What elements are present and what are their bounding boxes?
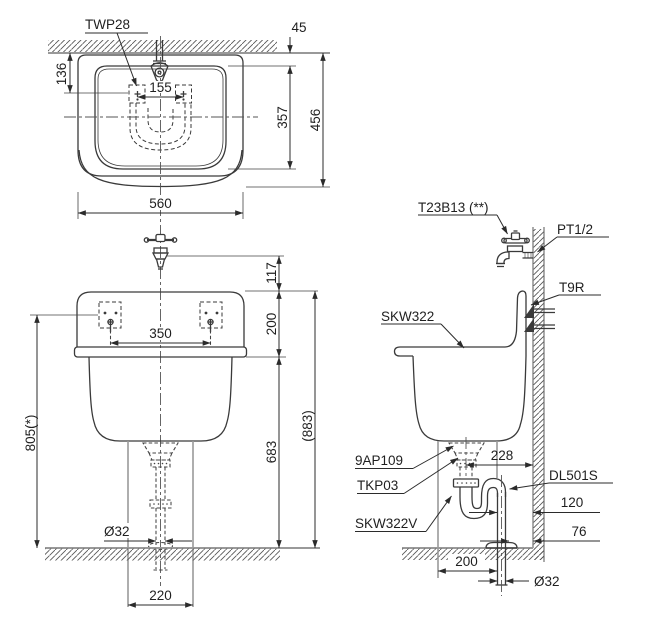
label-skw322v: SKW322V: [355, 516, 417, 531]
side-trap: [452, 477, 518, 586]
dim-805: 805(*): [23, 415, 38, 452]
dim-155: 155: [149, 80, 172, 95]
dim-350: 350: [149, 326, 172, 341]
dim-dia32-front: Ø32: [104, 524, 130, 539]
front-bowl: [88, 356, 233, 442]
front-floor-hatch: [45, 548, 280, 561]
plan-part-label: TWP28: [85, 17, 148, 87]
dim-228: 228: [491, 448, 514, 463]
dim-120: 120: [561, 495, 584, 510]
front-brackets: [98, 301, 223, 332]
side-view: T23B13 (**) PT1/2 T9R SKW322 9AP109 TKP0…: [355, 200, 613, 596]
label-tkp03: TKP03: [357, 478, 398, 493]
front-sink-body: [76, 291, 245, 347]
dim-dia32-side: Ø32: [534, 574, 560, 589]
dim-136: 136: [54, 63, 69, 86]
side-rim-splash: [393, 290, 527, 357]
dim-883: (883): [300, 410, 315, 442]
dim-560: 560: [149, 196, 172, 211]
front-drain-knurl-dots: [153, 462, 168, 505]
plan-basin-outer: [94, 65, 227, 170]
dim-683: 683: [264, 441, 279, 464]
dim-76: 76: [571, 524, 586, 539]
side-labels: T23B13 (**) PT1/2 T9R SKW322 9AP109 TKP0…: [355, 200, 613, 532]
dim-456: 456: [308, 109, 323, 132]
dim-117: 117: [264, 262, 279, 284]
dim-220: 220: [149, 588, 172, 603]
plan-hanger-brackets: [128, 84, 192, 104]
plan-view: 136 155 45 357 456 560 TWP28: [48, 17, 330, 586]
label-twp28: TWP28: [85, 17, 130, 32]
side-faucet-icon: [496, 230, 533, 268]
front-view: 350 117 200 683 (883) 805(*) Ø32 220: [23, 233, 320, 608]
side-bowl: [412, 355, 527, 442]
side-dimensions: 228 120 76 200 Ø32: [437, 448, 600, 589]
label-pt12: PT1/2: [557, 222, 593, 237]
front-dimensions: 350 117 200 683 (883) 805(*) Ø32 220: [23, 255, 318, 608]
dim-357: 357: [275, 106, 290, 129]
label-t9r: T9R: [559, 280, 585, 295]
dim-200-front: 200: [264, 313, 279, 336]
side-t9r-bracket: [524, 304, 555, 332]
label-9ap109: 9AP109: [355, 453, 403, 468]
label-dl501s: DL501S: [549, 468, 598, 483]
dim-200-side: 200: [455, 554, 478, 569]
plan-dimensions: 136 155 45 357 456 560: [54, 20, 330, 219]
plan-sink-outer-rim: [77, 54, 244, 177]
front-faucet-icon: [143, 233, 178, 270]
front-rim: [73, 346, 248, 358]
label-skw322: SKW322: [381, 309, 434, 324]
dim-45: 45: [291, 20, 306, 35]
side-wall-hatch: [533, 229, 544, 560]
label-t23b13: T23B13 (**): [418, 200, 489, 215]
plan-basin-inner: [97, 68, 224, 167]
side-wall-lines: [532, 227, 545, 562]
